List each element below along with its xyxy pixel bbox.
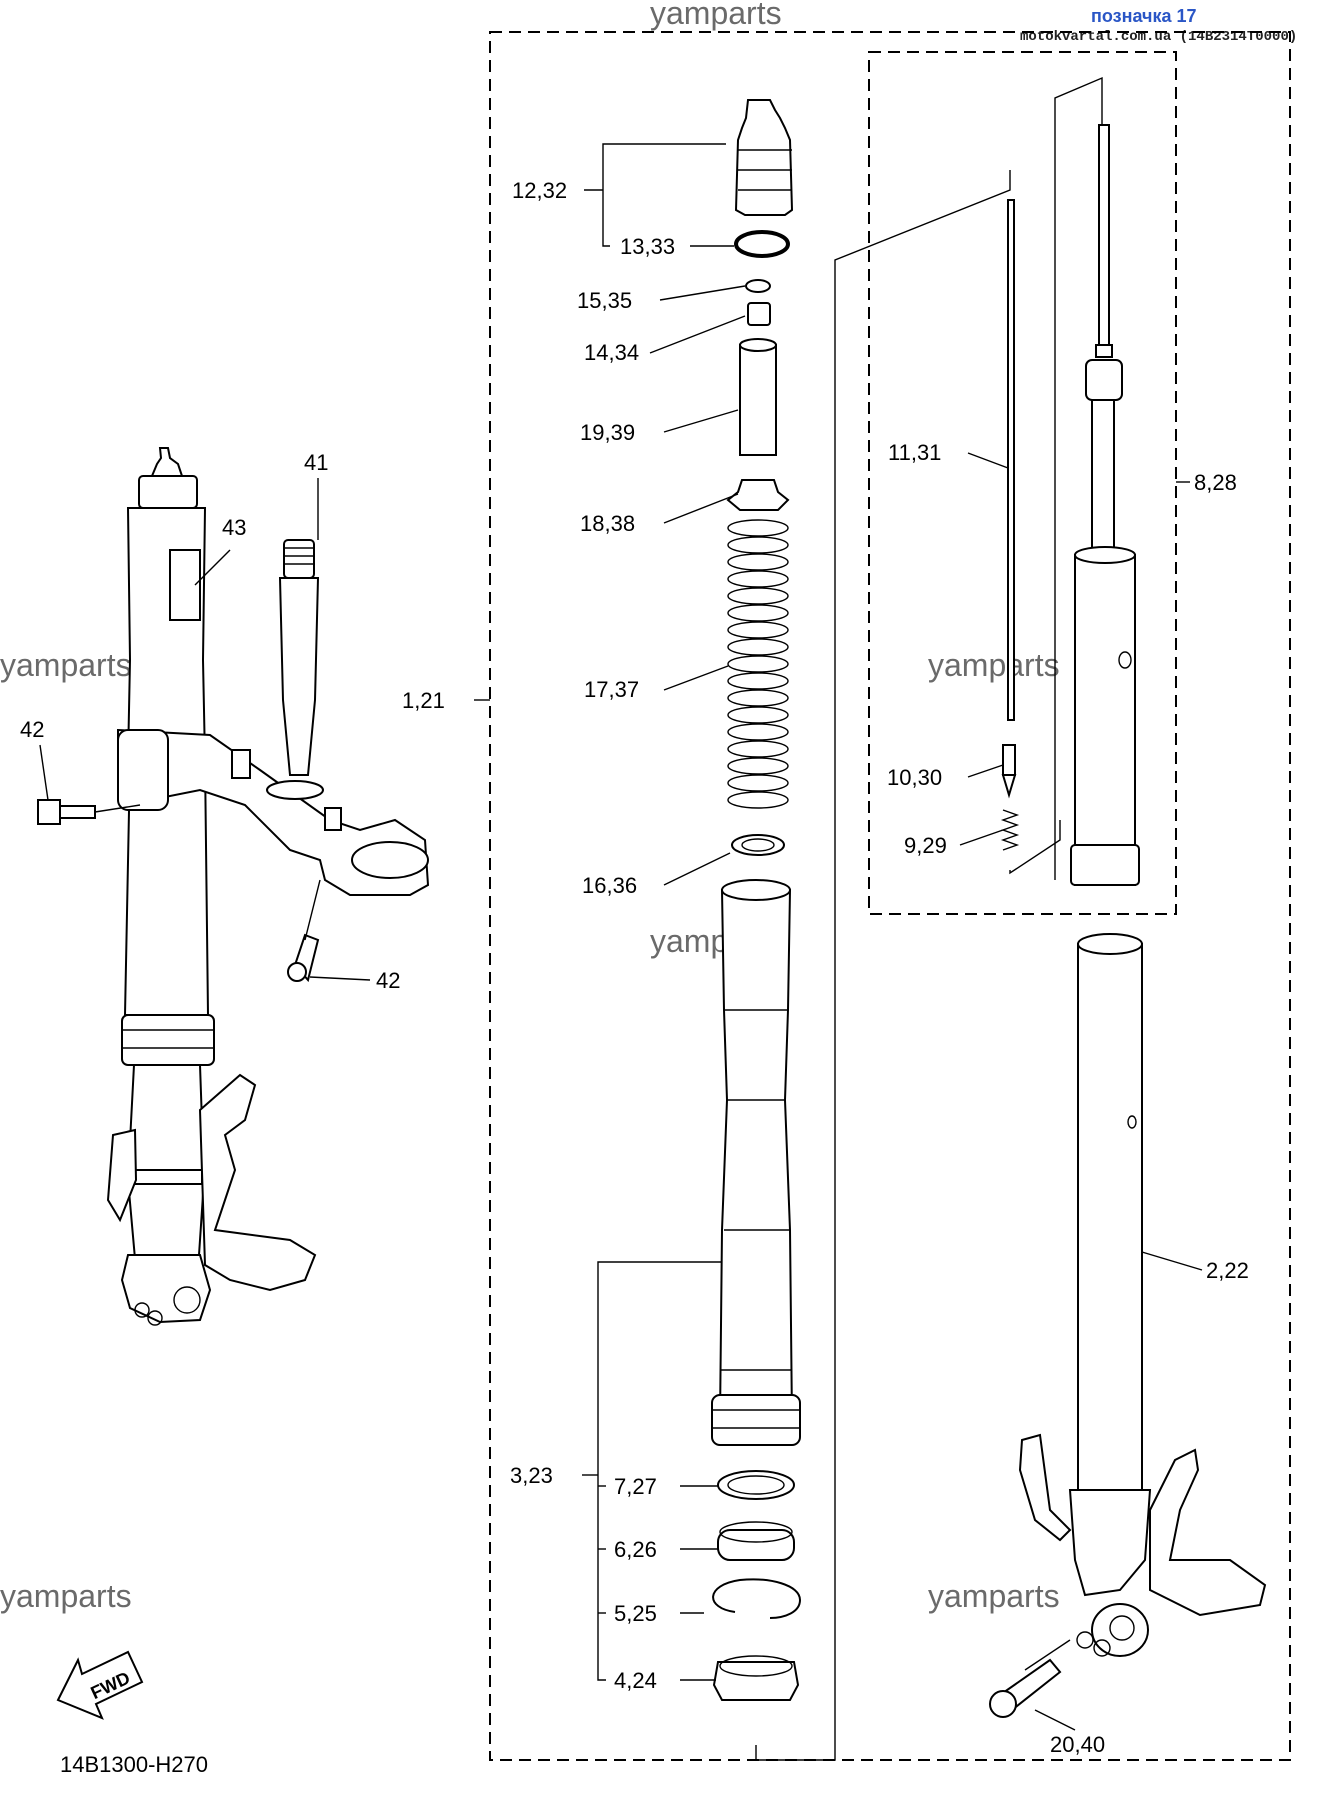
callout-label: 3,23 — [510, 1463, 553, 1488]
watermark: yamparts — [0, 1578, 132, 1614]
inner-tube — [989, 933, 1267, 1718]
callout-label: 17,37 — [584, 677, 639, 702]
callout-label: 8,28 — [1194, 470, 1237, 495]
callout-label: 42 — [376, 968, 400, 993]
header-title: позначка 17 — [1091, 6, 1197, 26]
callout-label: 16,36 — [582, 873, 637, 898]
callout-label: 9,29 — [904, 833, 947, 858]
callout-label: 10,30 — [887, 765, 942, 790]
assembly-boundary-damper — [868, 51, 1177, 915]
assembled-fork — [37, 447, 430, 1326]
callout-label: 14,34 — [584, 340, 639, 365]
callout-label: 4,24 — [614, 1668, 657, 1693]
callout-label: 41 — [304, 450, 328, 475]
fork-spring — [727, 519, 789, 809]
callout-label: 12,32 — [512, 178, 567, 203]
callout-label: 18,38 — [580, 511, 635, 536]
callout-label: 5,25 — [614, 1601, 657, 1626]
callout-label: 13,33 — [620, 234, 675, 259]
callout-label: 6,26 — [614, 1537, 657, 1562]
watermark: yamparts — [928, 647, 1060, 683]
callout-label: 15,35 — [577, 288, 632, 313]
o-ring — [734, 230, 790, 258]
callout-label: 2,22 — [1206, 1258, 1249, 1283]
watermark: yamparts — [928, 1578, 1060, 1614]
callout-labels: 12,32 13,33 15,35 14,34 19,39 18,38 17,3… — [20, 178, 1249, 1757]
exploded-parts — [711, 99, 802, 1701]
callout-label: 11,31 — [888, 440, 941, 465]
callout-label: 43 — [222, 515, 246, 540]
fwd-arrow-icon: FWD — [56, 1650, 144, 1720]
callout-label: 7,27 — [614, 1474, 657, 1499]
callout-label: 20,40 — [1050, 1732, 1105, 1757]
watermark: yamparts — [650, 0, 782, 31]
callout-label: 42 — [20, 717, 44, 742]
watermark: yamparts — [0, 647, 132, 683]
callout-label: 19,39 — [580, 420, 635, 445]
leader-lines — [39, 76, 1203, 1761]
diagram-code: 14B1300-H270 — [60, 1752, 208, 1777]
callout-label: 1,21 — [402, 688, 445, 713]
damper-assembly — [1000, 124, 1140, 886]
assembly-boundary-main — [489, 31, 1291, 1761]
